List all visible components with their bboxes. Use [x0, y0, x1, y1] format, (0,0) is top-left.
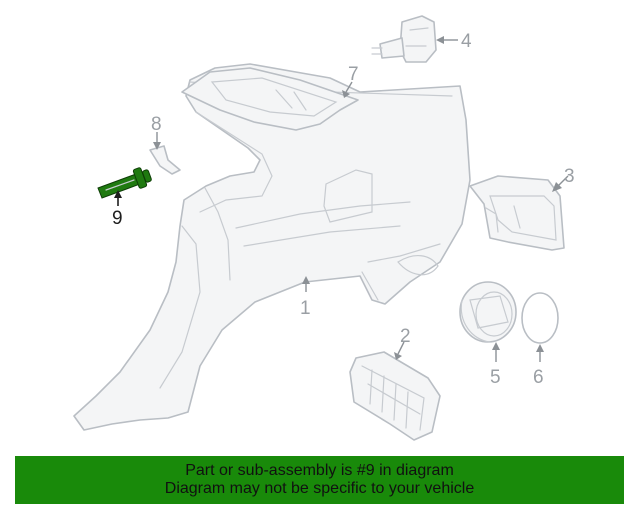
gasket-part [521, 292, 559, 344]
callout-7[interactable]: 7 [348, 64, 359, 85]
banner-line-disclaimer: Diagram may not be specific to your vehi… [164, 480, 475, 497]
parts-diagram: 1 2 3 4 5 6 7 8 9 [73, 15, 575, 441]
fuel-filler-housing-part [469, 175, 565, 251]
bolt-part-highlighted [97, 167, 152, 199]
fitment-notice-banner: Part or sub-assembly is #9 in diagram Di… [15, 456, 624, 504]
callout-6[interactable]: 6 [533, 367, 544, 388]
fuel-door-actuator-part [371, 15, 437, 63]
callout-5[interactable]: 5 [490, 367, 501, 388]
callout-9-highlighted[interactable]: 9 [112, 208, 123, 229]
callout-3[interactable]: 3 [564, 166, 575, 187]
banner-line-part-number: Part or sub-assembly is #9 in diagram [185, 462, 454, 479]
callout-1[interactable]: 1 [300, 298, 311, 319]
clip-part [149, 145, 181, 175]
leader-lines [114, 36, 569, 362]
window-trim-part [181, 67, 359, 131]
callout-8[interactable]: 8 [151, 114, 162, 135]
vent-grille-part [349, 351, 441, 441]
filler-neck-part [459, 281, 517, 343]
callout-2[interactable]: 2 [400, 326, 411, 347]
callout-4[interactable]: 4 [461, 31, 472, 52]
